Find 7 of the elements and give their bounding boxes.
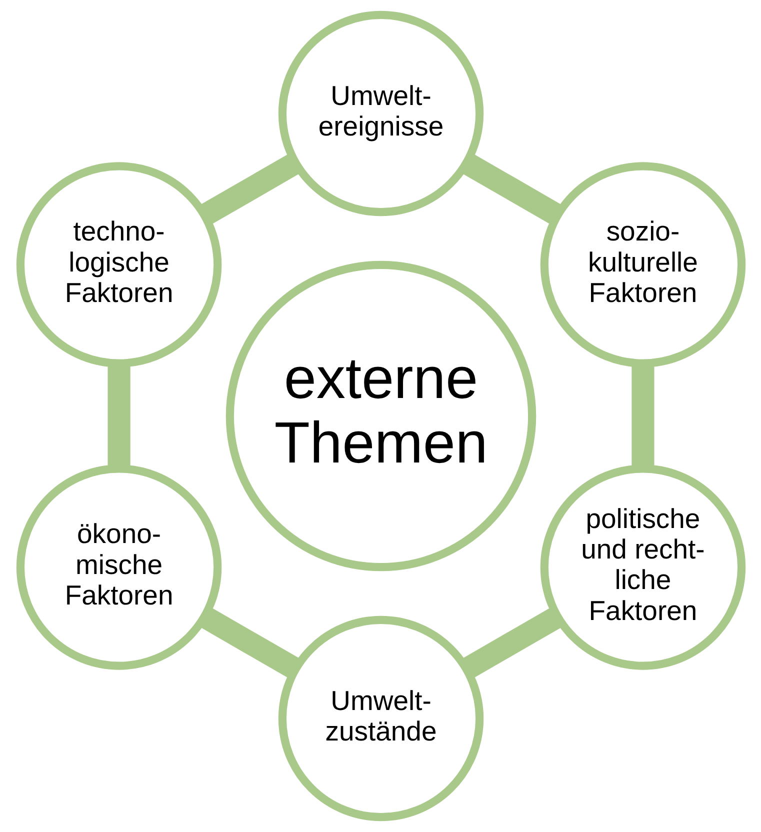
node-circle: Umwelt- ereignisse	[278, 10, 484, 216]
node-circle: Umwelt- zustände	[278, 616, 484, 822]
node-circle: sozio- kulturelle Faktoren	[540, 162, 746, 368]
node-circle: techno- logische Faktoren	[16, 162, 222, 368]
node-circle: externe Themen	[225, 260, 536, 572]
node-circle: politische und recht- liche Faktoren	[540, 464, 746, 670]
node-circle: ökono- mische Faktoren	[16, 464, 222, 670]
